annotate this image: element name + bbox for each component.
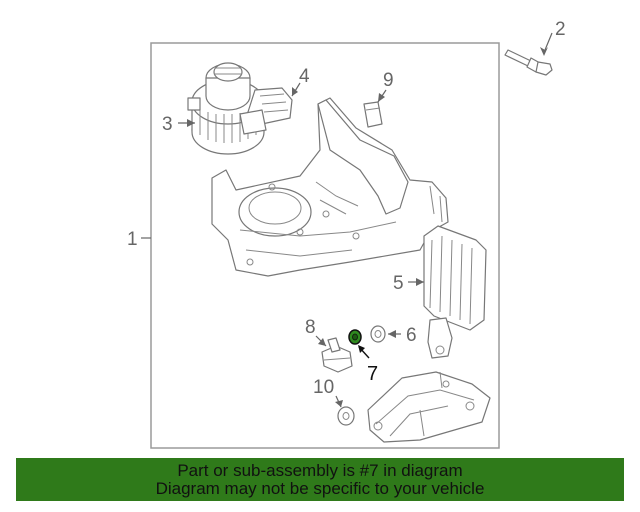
callout-10: 10 — [313, 377, 334, 398]
hvac-housing — [211, 97, 449, 277]
part-5-heater-core — [423, 225, 487, 359]
banner-line-2: Diagram may not be specific to your vehi… — [155, 479, 485, 498]
callout-1: 1 — [127, 229, 138, 250]
callout-3: 3 — [162, 114, 173, 135]
info-banner: Part or sub-assembly is #7 in diagram Di… — [16, 458, 624, 501]
part-6-washer — [370, 325, 386, 343]
lower-case — [367, 371, 491, 443]
diagram-frame — [150, 42, 500, 449]
part-9-clip — [363, 101, 383, 128]
part-7-seal — [348, 329, 362, 345]
part-4-resistor — [239, 87, 293, 135]
callout-2: 2 — [555, 19, 566, 40]
callout-7: 7 — [367, 363, 378, 385]
callout-8: 8 — [305, 317, 316, 338]
parts-diagram: 2 3 4 9 1 — [127, 19, 566, 449]
callout-4: 4 — [299, 66, 310, 87]
banner-line-1: Part or sub-assembly is #7 in diagram — [177, 461, 463, 480]
part-2-bolt — [504, 49, 553, 76]
callout-9: 9 — [383, 70, 394, 91]
callout-5: 5 — [393, 273, 404, 294]
part-8-sensor — [321, 337, 353, 373]
callout-6: 6 — [406, 325, 417, 346]
part-10-washer — [337, 406, 355, 426]
